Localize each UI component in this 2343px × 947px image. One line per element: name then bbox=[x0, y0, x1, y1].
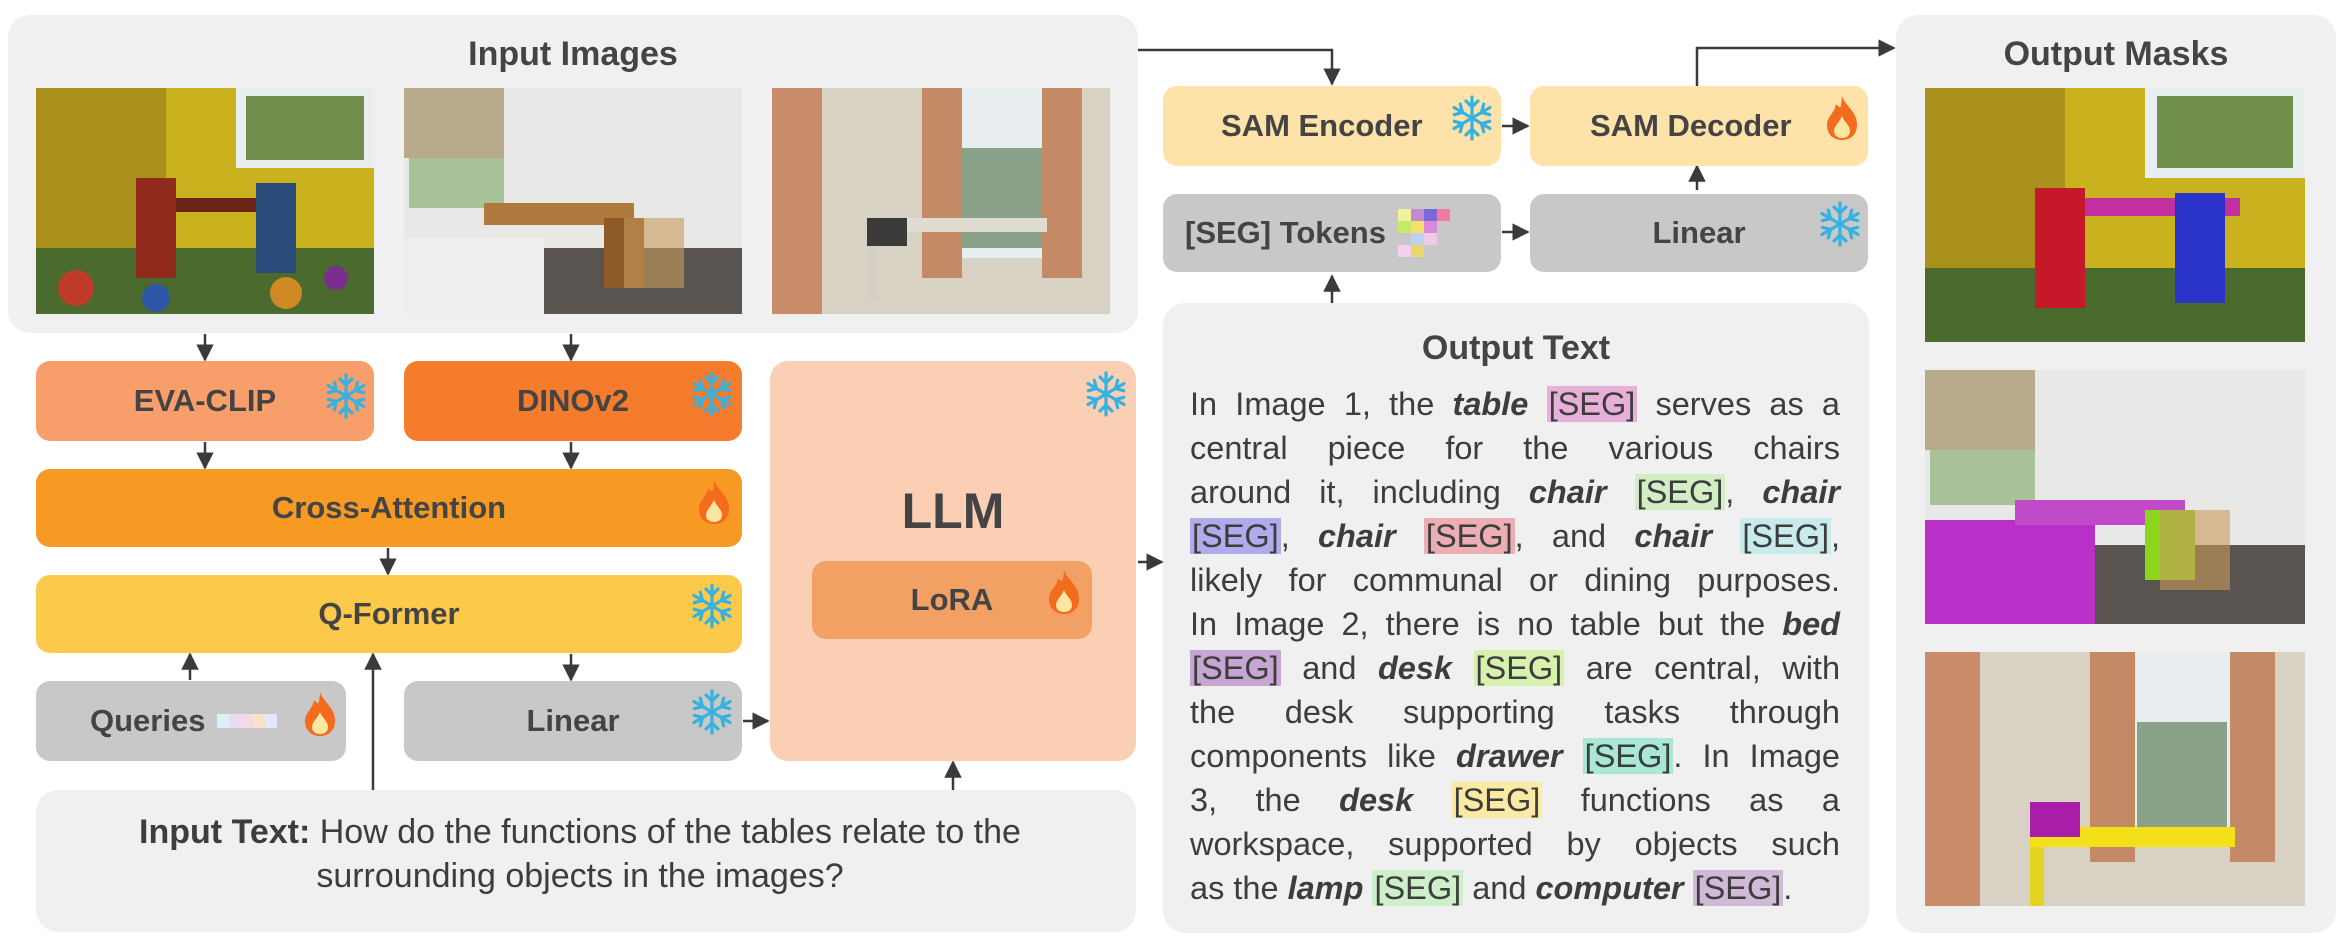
output-mask-3 bbox=[1925, 652, 2305, 906]
output-text-line: central piece for the various chairs bbox=[1190, 430, 1840, 466]
seg-token-table: [SEG] bbox=[1546, 386, 1638, 422]
queries-label: Queries bbox=[90, 703, 206, 738]
output-text-line: [SEG] and desk [SEG] are central, with bbox=[1190, 650, 1841, 686]
seg-token-drawer: [SEG] bbox=[1582, 738, 1674, 774]
linear-right-box: Linear bbox=[1530, 194, 1868, 272]
snowflake-icon bbox=[692, 689, 732, 735]
seg-token-bed: [SEG] bbox=[1190, 650, 1281, 686]
output-text-title: Output Text bbox=[1421, 329, 1611, 367]
sam-decoder-box: SAM Decoder bbox=[1530, 86, 1868, 166]
output-text-line: workspace, supported by objects such bbox=[1190, 826, 1840, 862]
linear-left-box: Linear bbox=[404, 681, 742, 761]
output-text-line: the desk supporting tasks through bbox=[1190, 694, 1840, 730]
output-text-body: In Image 1, the table [SEG] serves as a … bbox=[1190, 382, 1840, 910]
queries-box: Queries bbox=[36, 681, 346, 761]
lora-box: LoRA bbox=[812, 561, 1092, 639]
output-text-line: likely for communal or dining purposes. bbox=[1190, 562, 1840, 598]
input-images-title: Input Images bbox=[468, 35, 678, 73]
sam-decoder-label: SAM Decoder bbox=[1590, 108, 1792, 143]
seg-token-desk: [SEG] bbox=[1451, 782, 1543, 818]
cross-attention-label: Cross-Attention bbox=[271, 490, 507, 525]
fire-icon bbox=[1827, 96, 1857, 140]
linear-right-label: Linear bbox=[1652, 215, 1746, 250]
input-text-line: surrounding objects in the images? bbox=[316, 857, 844, 895]
fire-icon bbox=[305, 692, 335, 736]
seg-token-computer: [SEG] bbox=[1692, 870, 1784, 906]
seg-token-lamp: [SEG] bbox=[1372, 870, 1464, 906]
dinov2-label: DINOv2 bbox=[517, 383, 629, 418]
input-text-panel bbox=[36, 790, 1136, 932]
seg-token-chair: [SEG] bbox=[1190, 518, 1281, 554]
output-mask-1 bbox=[1925, 88, 2305, 342]
query-tokens-icon bbox=[217, 714, 278, 728]
snowflake-icon bbox=[692, 371, 732, 417]
q-former-module: Q-Former bbox=[36, 575, 742, 653]
snowflake-icon bbox=[326, 373, 366, 419]
snowflake-icon bbox=[692, 583, 732, 629]
output-text-line: In Image 2, there is no table but the be… bbox=[1190, 606, 1841, 642]
linear-left-label: Linear bbox=[526, 703, 620, 738]
dinov2-encoder: DINOv2 bbox=[404, 361, 742, 441]
input-text-label: Input Text: bbox=[139, 813, 311, 851]
output-text-line: around it, including chair [SEG], chair bbox=[1190, 474, 1841, 510]
output-text-line: as the lamp [SEG] and computer [SEG]. bbox=[1190, 870, 1793, 906]
output-mask-2 bbox=[1925, 370, 2305, 624]
input-text-line: Input Text: How do the functions of the … bbox=[139, 813, 1021, 851]
llm-label: LLM bbox=[901, 483, 1005, 539]
input-image-1 bbox=[36, 88, 374, 314]
output-masks-title: Output Masks bbox=[2003, 35, 2229, 73]
output-text-panel: Output Text bbox=[1163, 303, 1869, 933]
fire-icon bbox=[699, 480, 729, 524]
output-text-line: [SEG], chair [SEG], and chair [SEG], bbox=[1190, 518, 1841, 554]
seg-tokens-label: [SEG] Tokens bbox=[1185, 215, 1386, 250]
q-former-label: Q-Former bbox=[318, 596, 460, 631]
input-image-3 bbox=[772, 88, 1110, 314]
seg-token-desk: [SEG] bbox=[1473, 650, 1565, 686]
seg-token-chair: [SEG] bbox=[1634, 474, 1726, 510]
seg-token-chair: [SEG] bbox=[1423, 518, 1515, 554]
seg-token-chair: [SEG] bbox=[1740, 518, 1832, 554]
seg-tokens-box: [SEG] Tokens bbox=[1163, 194, 1501, 272]
output-text-line: In Image 1, the table [SEG] serves as a bbox=[1190, 386, 1841, 422]
output-text-line: 3, the desk [SEG] functions as a bbox=[1190, 782, 1840, 818]
input-text: Input Text: How do the functions of the … bbox=[40, 810, 1120, 898]
input-image-2 bbox=[404, 88, 742, 314]
eva-clip-encoder: EVA-CLIP bbox=[36, 361, 374, 441]
sam-encoder-label: SAM Encoder bbox=[1221, 108, 1423, 143]
snowflake-icon bbox=[1086, 371, 1126, 417]
snowflake-icon bbox=[1820, 201, 1860, 247]
cross-attention-module: Cross-Attention bbox=[36, 469, 742, 547]
sam-encoder-box: SAM Encoder bbox=[1163, 86, 1501, 166]
snowflake-icon bbox=[1452, 95, 1492, 141]
lora-label: LoRA bbox=[910, 582, 994, 617]
output-text-line: components like drawer [SEG]. In Image bbox=[1190, 738, 1841, 774]
fire-icon bbox=[1049, 570, 1079, 614]
seg-token-grid-icon bbox=[1397, 209, 1450, 257]
eva-clip-label: EVA-CLIP bbox=[133, 383, 277, 418]
